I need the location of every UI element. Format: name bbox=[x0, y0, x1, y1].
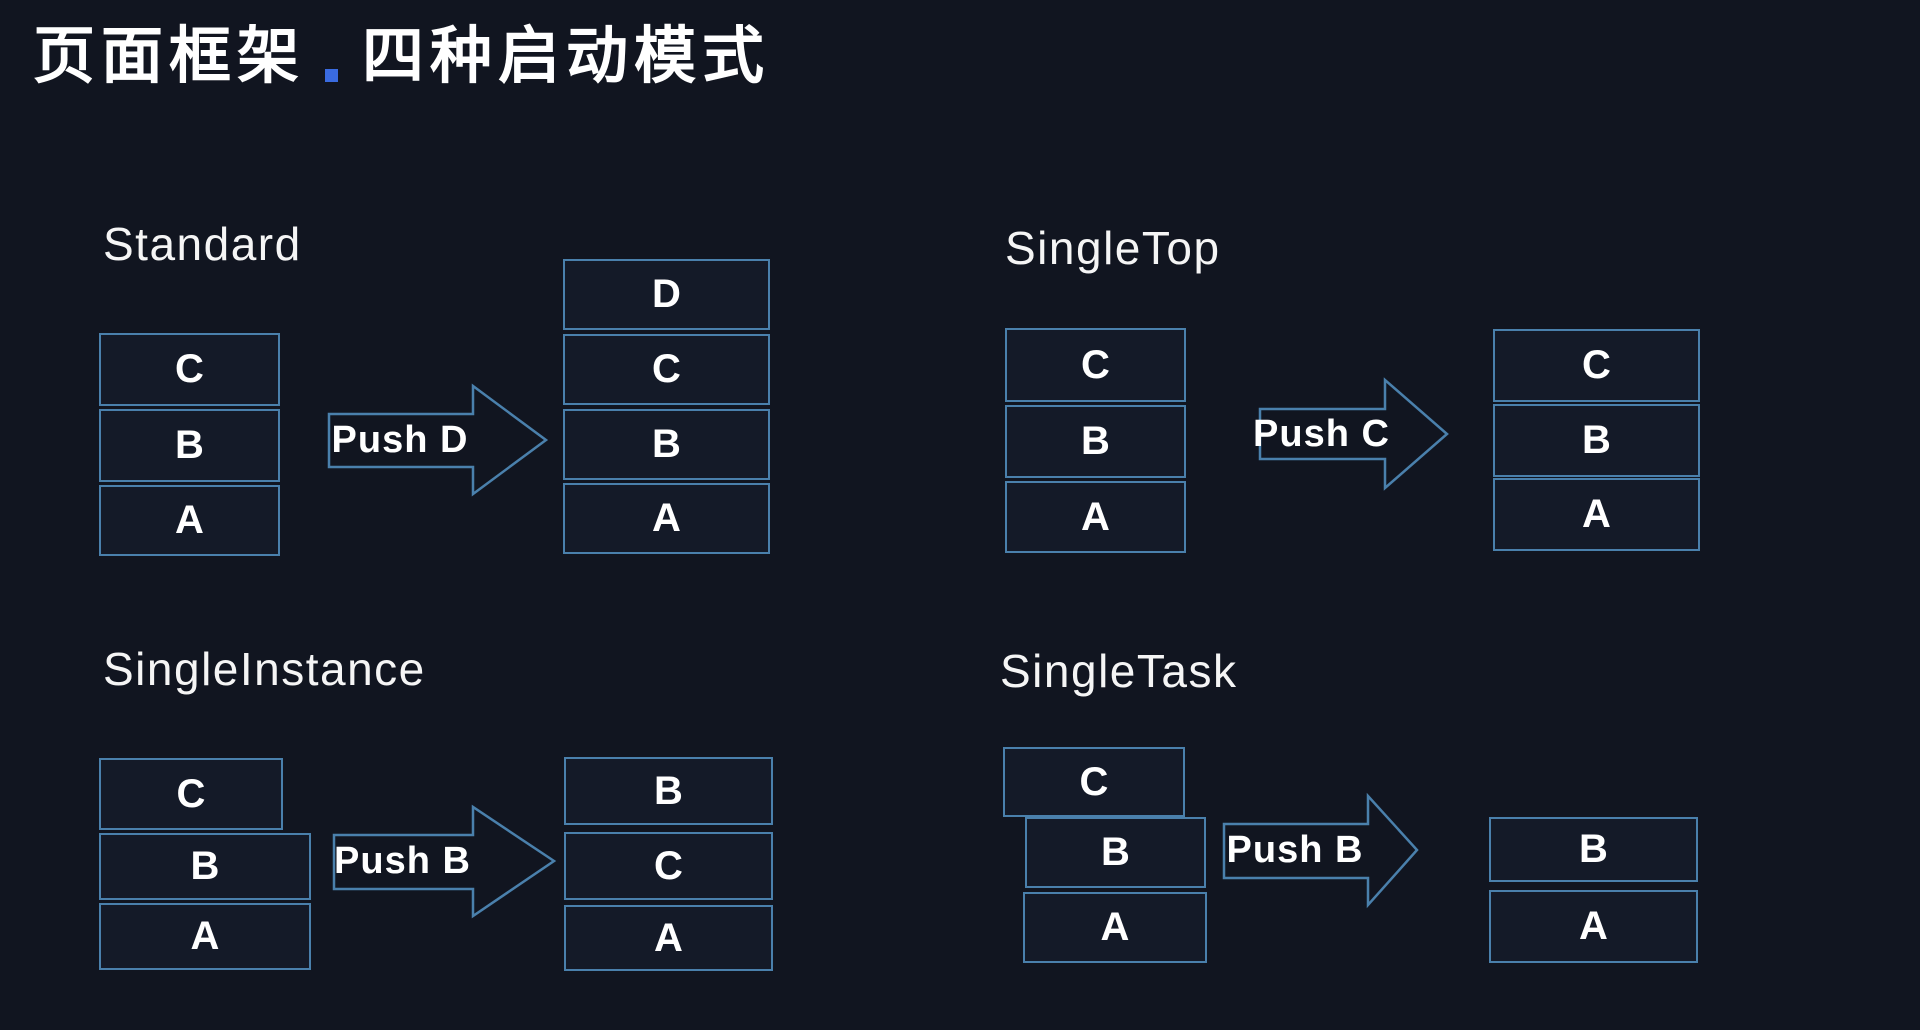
stack-box: A bbox=[99, 485, 280, 556]
page-title-part2: 四种启动模式 bbox=[362, 22, 771, 91]
stack-box: B bbox=[563, 409, 770, 480]
stack-box: C bbox=[1005, 328, 1186, 402]
page-title-part1: 页面框架 bbox=[33, 22, 306, 91]
stack-box: B bbox=[1493, 404, 1700, 477]
stack-box: D bbox=[563, 259, 770, 330]
stack-box: C bbox=[1493, 329, 1700, 402]
stack-box: A bbox=[99, 903, 311, 970]
stack-box: B bbox=[99, 409, 280, 482]
stack-box: C bbox=[1003, 747, 1185, 817]
push-arrow-icon bbox=[1258, 377, 1449, 491]
stack-box: C bbox=[563, 334, 770, 405]
stack-box: B bbox=[1005, 405, 1186, 478]
stack-box: A bbox=[1005, 481, 1186, 553]
stack-box: B bbox=[564, 757, 773, 825]
section-label-standard: Standard bbox=[103, 218, 302, 270]
stack-box: A bbox=[1493, 478, 1700, 551]
page-title: 页面框架 四种启动模式 bbox=[33, 18, 770, 96]
push-label: Push B bbox=[1226, 828, 1364, 871]
section-label-singleinstance: SingleInstance bbox=[103, 643, 426, 695]
push-label: Push B bbox=[334, 839, 471, 882]
stack-box: C bbox=[564, 832, 773, 900]
stack-box: B bbox=[1489, 817, 1698, 882]
section-label-singletop: SingleTop bbox=[1005, 222, 1221, 274]
stack-box: A bbox=[563, 483, 770, 554]
stack-box: A bbox=[1023, 892, 1207, 963]
stack-box: C bbox=[99, 333, 280, 406]
stack-box: B bbox=[1025, 817, 1206, 888]
stack-box: C bbox=[99, 758, 283, 830]
push-arrow-icon bbox=[1222, 792, 1419, 909]
stack-box: A bbox=[1489, 890, 1698, 963]
push-label: Push D bbox=[331, 419, 469, 461]
title-dot-separator bbox=[325, 68, 339, 82]
push-label: Push C bbox=[1253, 412, 1390, 455]
section-label-singletask: SingleTask bbox=[1000, 645, 1238, 697]
push-arrow-icon bbox=[332, 804, 557, 919]
stack-box: A bbox=[564, 905, 773, 971]
stack-box: B bbox=[99, 833, 311, 900]
push-arrow-icon bbox=[327, 383, 549, 497]
